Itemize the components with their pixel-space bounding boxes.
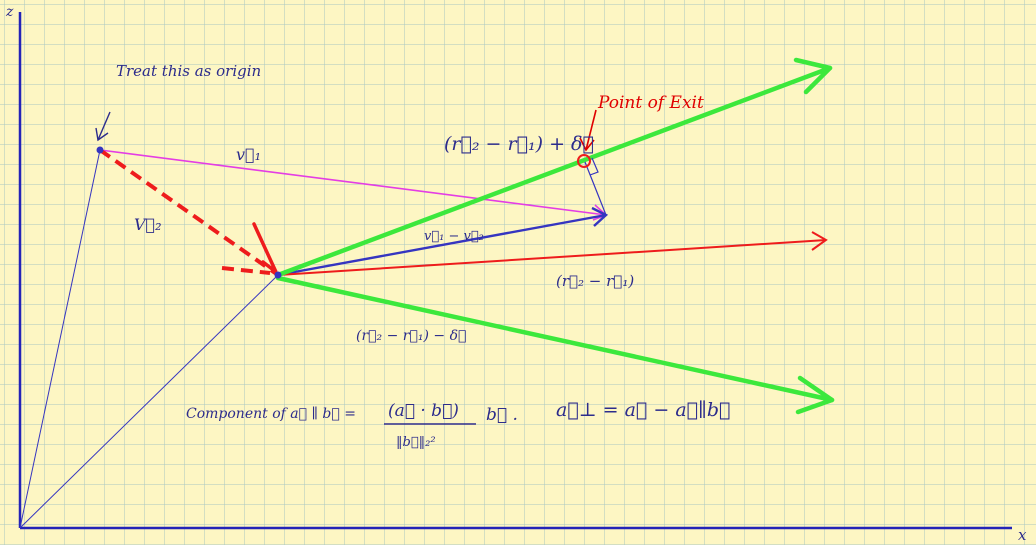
vector-plus-delta-arrowhead bbox=[793, 57, 833, 95]
red-arrowhead-v2 bbox=[252, 222, 278, 274]
vector-v1 bbox=[99, 149, 607, 216]
formula-b-vector: b⃗ . bbox=[486, 405, 518, 425]
position-vector-r1 bbox=[19, 149, 101, 529]
vector-minus-delta-arrowhead bbox=[795, 375, 835, 415]
right-angle-mark bbox=[589, 157, 599, 176]
point-origin-r1 bbox=[96, 146, 104, 154]
label-v1: v⃗₁ bbox=[236, 145, 261, 164]
point-r2 bbox=[274, 271, 282, 279]
vector-r2-minus-r1 bbox=[277, 239, 827, 276]
exit-point-marker bbox=[577, 154, 591, 168]
z-axis-label: z bbox=[5, 4, 14, 20]
origin-pointer-arrowhead bbox=[95, 127, 109, 142]
exit-pointer-arrowhead bbox=[579, 137, 595, 152]
label-minus-delta: (r⃗₂ − r⃗₁) − δ⃗ bbox=[356, 328, 466, 344]
formula-denominator: ‖b⃗‖₂² bbox=[396, 435, 436, 450]
vector-v2-dashed bbox=[98, 148, 280, 277]
label-r2-minus-r1: (r⃗₂ − r⃗₁) bbox=[556, 272, 634, 290]
label-v2: V⃗₂ bbox=[134, 215, 162, 234]
formula-perpendicular: a⃗⊥ = a⃗ − a⃗∥b⃗ bbox=[556, 399, 730, 421]
label-v1-minus-v2: v⃗₁ − v⃗₂ bbox=[424, 229, 484, 244]
dashed-extension bbox=[221, 266, 271, 275]
formula-numerator: (a⃗ · b⃗) bbox=[388, 401, 459, 421]
vector-plus-delta bbox=[275, 65, 833, 278]
exit-note: Point of Exit bbox=[597, 93, 704, 113]
formula-component-label: Component of a⃗ ∥ b⃗ = bbox=[186, 406, 356, 422]
vector-v1-minus-v2 bbox=[277, 213, 607, 277]
exit-pointer-arrow bbox=[585, 109, 597, 151]
x-axis-label: x bbox=[1018, 526, 1027, 544]
origin-pointer-arrow bbox=[97, 111, 111, 141]
label-plus-delta: (r⃗₂ − r⃗₁) + δ⃗ bbox=[444, 133, 594, 155]
position-vector-r2 bbox=[19, 274, 279, 529]
vector-minus-delta bbox=[275, 275, 835, 403]
perpendicular-drop bbox=[584, 161, 607, 216]
vector-r2-minus-r1-arrowhead bbox=[811, 231, 828, 251]
origin-note: Treat this as origin bbox=[116, 62, 261, 80]
